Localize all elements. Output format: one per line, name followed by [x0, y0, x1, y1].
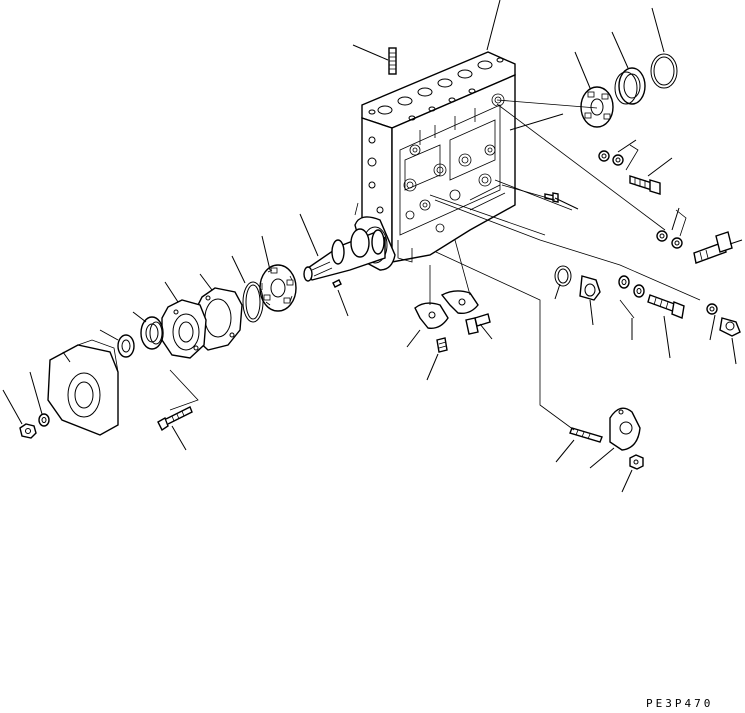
stud-lower [569, 427, 603, 443]
pump-housing [354, 51, 516, 271]
stud-bolt [388, 47, 397, 75]
leader-lines [2, 0, 743, 493]
bolt-flange [157, 406, 193, 432]
coupling-disc [259, 264, 297, 312]
clamp-upper [440, 290, 479, 315]
assembly-lines [169, 99, 701, 431]
washer-pair-upper [598, 150, 624, 166]
bolt-lower-right [647, 294, 685, 319]
banjo-bolt [719, 317, 741, 337]
drawing-code-label: PE3P470 [646, 697, 714, 710]
woodruff-key [332, 279, 342, 288]
snap-ring [242, 281, 264, 323]
ball-bearing [140, 316, 164, 350]
washer [38, 413, 50, 427]
clamp-bolt-a [436, 337, 448, 353]
end-cover [47, 339, 119, 436]
clamp-bolt-b [465, 313, 491, 335]
spacer-ring [117, 334, 135, 358]
o-ring-large [650, 53, 678, 89]
plug [579, 275, 601, 301]
bolt-upper-right [629, 175, 661, 195]
camshaft [303, 228, 386, 282]
clamp-lower [414, 302, 449, 329]
nut-lower [629, 454, 644, 470]
washer-pair-lower [618, 275, 645, 298]
hollow-bolt [693, 231, 733, 264]
o-ring-small [554, 265, 572, 287]
gasket-lower [609, 407, 641, 451]
banjo-washer [706, 303, 718, 315]
washer-pair-middle [656, 230, 683, 249]
bearing-housing [161, 299, 207, 359]
governor-sleeve [614, 67, 646, 105]
nut [19, 423, 37, 439]
